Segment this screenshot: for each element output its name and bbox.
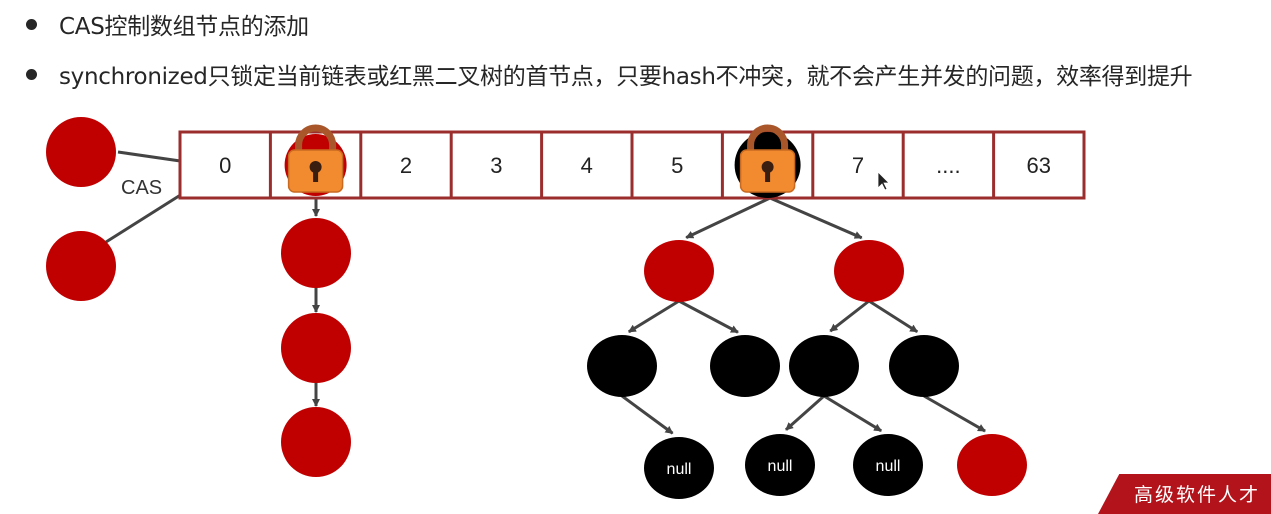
padlock-shackle: [747, 124, 789, 153]
null-label: null: [876, 458, 901, 475]
list-node: [281, 313, 351, 383]
bullet-text: CAS控制数组节点的添加: [59, 14, 309, 40]
cas-incoming-node: [46, 117, 116, 187]
tree-red-node: [957, 434, 1027, 496]
nodes-layer: [46, 117, 1027, 499]
tree-red-node: [834, 240, 904, 302]
cas-label: CAS: [121, 177, 162, 199]
tree-edge: [823, 394, 883, 433]
labels-layer: CAS null null null: [121, 171, 901, 478]
tree-edge: [621, 394, 674, 435]
bullet-dot: [26, 18, 37, 30]
list-node: [281, 218, 351, 288]
tree-edge: [627, 299, 680, 334]
padlock-icon: [287, 124, 344, 193]
padlock-keyhole-slot: [313, 169, 319, 182]
bullet-dot: [26, 68, 37, 80]
list-node: [281, 407, 351, 477]
array-cell-label: 63: [1027, 153, 1051, 178]
tree-red-node: [644, 240, 714, 302]
padlock-keyhole-slot: [765, 169, 771, 182]
array-cell-label: 7: [852, 153, 864, 178]
cursor-icon: [877, 171, 890, 191]
tree-edge: [685, 196, 771, 239]
padlock-shackle: [295, 124, 337, 153]
null-label: null: [768, 458, 793, 475]
tree-edge: [923, 394, 986, 433]
concurrent-hashmap-diagram: 0 2 3 4 5 7.... 63 CAS null null null: [46, 117, 1086, 499]
array-cell-label: 4: [581, 153, 593, 178]
tree-edge: [769, 196, 863, 240]
tree-black-node: [587, 335, 657, 397]
array-cell-label: 3: [490, 153, 502, 178]
padlock-keyhole: [309, 161, 322, 173]
padlock-icon: [739, 124, 796, 193]
tree-edge: [784, 394, 825, 431]
locks-layer: [287, 124, 796, 193]
tree-edge: [678, 299, 739, 334]
tree-edge: [829, 299, 870, 333]
corner-banner-text: 高级软件人才: [1134, 484, 1261, 506]
cas-incoming-node: [46, 231, 116, 301]
tree-null-node: [644, 437, 714, 499]
bullet-item-cas: CAS控制数组节点的添加: [26, 6, 309, 42]
bullet-item-synchronized: synchronized只锁定当前链表或红黑二叉树的首节点，只要hash不冲突，…: [26, 56, 1193, 92]
tree-null-node: [853, 434, 923, 496]
tree-black-node: [789, 335, 859, 397]
tree-black-node: [710, 335, 780, 397]
padlock-keyhole: [761, 161, 774, 173]
tree-edge: [868, 299, 919, 333]
tree-black-node: [889, 335, 959, 397]
null-label: null: [667, 461, 692, 478]
tree-null-node: [745, 434, 815, 496]
array-cell-label: 2: [400, 153, 412, 178]
array-cell-label: 5: [671, 153, 683, 178]
array-cell-label: 0: [219, 153, 231, 178]
array-cell-label: ....: [936, 153, 960, 178]
bullet-text: synchronized只锁定当前链表或红黑二叉树的首节点，只要hash不冲突，…: [59, 64, 1193, 90]
